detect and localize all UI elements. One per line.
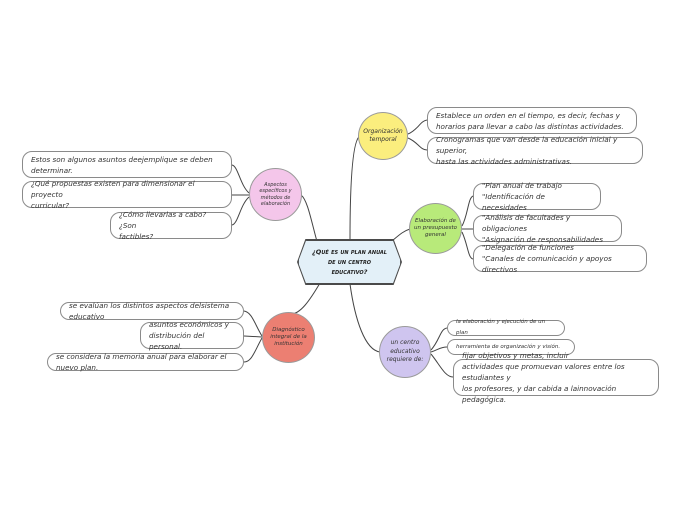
leaf-organizacion-2[interactable]: Cronogramas que van desde la educación i…	[427, 135, 643, 166]
leaf-centro-1[interactable]: la elaboración y ejecución de un plan	[447, 319, 565, 336]
connector-dia-leaf-2	[243, 335, 263, 338]
branch-diagnostico-integral[interactable]: Diagnóstico integral de la institución	[262, 312, 315, 363]
connector-dia-leaf-1	[243, 310, 263, 337]
leaf-text: fijar objetivos y metas, incluir activid…	[462, 351, 625, 404]
leaf-text: "Delegación de funciones "Canales de com…	[482, 243, 612, 274]
branch-centro-educativo[interactable]: un centro educativo requiere de:	[379, 326, 431, 378]
connector-dia-leaf-3	[243, 337, 263, 363]
leaf-elaboracion-1[interactable]: "Plan anual de trabajo "Identificación d…	[473, 181, 601, 212]
leaf-text: ¿Qué propuestas existen para dimensionar…	[31, 179, 195, 210]
center-node[interactable]: ¿Qué es un plan anual de un centro educa…	[298, 240, 401, 284]
leaf-text: Estos son algunos asuntos deejemplique s…	[31, 154, 213, 175]
connector-org-leaf-1	[407, 119, 428, 135]
leaf-diagnostico-3[interactable]: se considera la memoria anual para elabo…	[47, 352, 244, 372]
branch-aspectos-especificos[interactable]: Aspectos específicos y métodos de elabor…	[249, 168, 302, 221]
leaf-centro-2[interactable]: herramienta de organización y visión.	[447, 339, 575, 355]
leaf-aspectos-2[interactable]: ¿Qué propuestas existen para dimensionar…	[22, 179, 232, 210]
leaf-text: herramienta de organización y visión.	[456, 343, 561, 350]
connector-center-to-aspectos	[300, 194, 319, 246]
leaf-text: ¿Cómo llevarlas a cabo? ¿Son factibles?	[119, 210, 207, 241]
branch-organizacion-temporal[interactable]: Organización temporal	[358, 112, 408, 160]
leaf-diagnostico-2[interactable]: asuntos económicos y distribución del pe…	[140, 320, 244, 351]
connector-cen-leaf-2	[430, 346, 448, 353]
branch-elaboracion-presupuesto[interactable]: Elaboración de un presupuesto general	[409, 203, 462, 254]
leaf-text: "Análisis de facultades y obligaciones "…	[482, 213, 603, 244]
leaf-text: se considera la memoria anual para elabo…	[56, 352, 227, 372]
leaf-text: asuntos económicos y distribución del pe…	[149, 320, 229, 351]
connector-cen-leaf-3	[430, 353, 454, 378]
connector-asp-leaf-1	[231, 164, 250, 194]
leaf-text: la elaboración y ejecución de un plan	[456, 319, 546, 336]
connector-cen-leaf-1	[430, 327, 448, 351]
leaf-text: "Plan anual de trabajo "Identificación d…	[482, 181, 562, 212]
leaf-centro-3[interactable]: fijar objetivos y metas, incluir activid…	[453, 351, 659, 404]
connector-org-leaf-2	[407, 137, 428, 151]
connector-center-to-organizacion	[349, 135, 361, 241]
leaf-text: Establece un orden en el tiempo, es deci…	[436, 110, 624, 131]
connector-ela-leaf-1	[461, 195, 474, 227]
connector-center-to-diagnostico	[289, 282, 321, 315]
connector-asp-leaf-3	[231, 196, 250, 226]
leaf-elaboracion-2[interactable]: "Análisis de facultades y obligaciones "…	[473, 213, 622, 244]
connector-ela-leaf-3	[461, 231, 474, 260]
leaf-organizacion-1[interactable]: Establece un orden en el tiempo, es deci…	[427, 107, 637, 134]
leaf-text: Cronogramas que van desde la educación i…	[436, 135, 618, 166]
leaf-elaboracion-3[interactable]: "Delegación de funciones "Canales de com…	[473, 243, 647, 274]
leaf-aspectos-1[interactable]: Estos son algunos asuntos deejemplique s…	[22, 151, 232, 178]
leaf-diagnostico-1[interactable]: se evalúan los distintos aspectos delsis…	[60, 301, 244, 321]
leaf-text: se evalúan los distintos aspectos delsis…	[69, 301, 230, 321]
connector-center-to-centro	[349, 283, 381, 353]
leaf-aspectos-3[interactable]: ¿Cómo llevarlas a cabo? ¿Son factibles?	[110, 210, 232, 241]
